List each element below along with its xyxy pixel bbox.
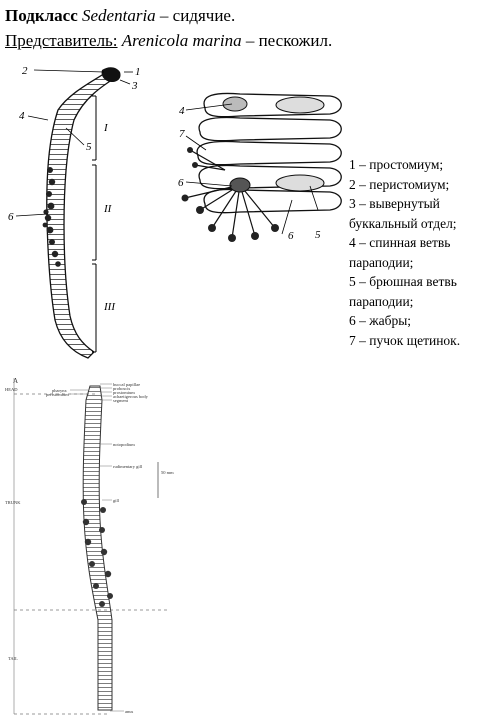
region-tail: TAIL	[8, 656, 18, 661]
annot-buccal: buccal papillae	[113, 382, 140, 387]
representative-label: Представитель:	[5, 31, 118, 50]
region-head: HEAD	[5, 387, 18, 392]
legend-item-5-cont: параподии;	[349, 293, 414, 309]
representative-latin-name: Arenicola marina	[121, 31, 242, 50]
representative-heading: Представитель: Arenicola marina – пескож…	[5, 31, 332, 51]
annot-peristomium: peristomium	[46, 392, 69, 397]
legend-item-6: 6 – жабры;	[349, 313, 412, 328]
annot-proboscis: proboscis	[113, 386, 130, 391]
subclass-heading: Подкласс Sedentaria – сидячие.	[5, 6, 235, 26]
label-3: 3	[131, 80, 138, 92]
legend-item-4-cont: параподии;	[349, 254, 414, 270]
fig2-label-5: 5	[315, 229, 321, 241]
subclass-russian-name: – сидячие.	[159, 6, 236, 25]
fig2-label-4: 4	[179, 105, 185, 117]
section-I: I	[103, 122, 109, 134]
legend-item-1: 1 – простомиум;	[349, 157, 444, 172]
label-6: 6	[8, 211, 14, 223]
legend-item-5: 5 – брюшная ветвь	[349, 274, 457, 289]
annot-prostomium: prostomium	[113, 390, 135, 395]
fig2-label-6b: 6	[288, 230, 294, 242]
annot-segment: segment	[113, 398, 129, 403]
annot-gill: gill	[113, 498, 120, 503]
legend-item-4: 4 – спинная ветвь	[349, 235, 451, 250]
subclass-latin-name: Sedentaria	[82, 6, 156, 25]
legend-item-2: 2 – перистомиум;	[349, 176, 450, 192]
region-trunk: TRUNK	[5, 500, 21, 505]
label-1: 1	[135, 66, 141, 78]
section-III: III	[103, 301, 116, 313]
label-2: 2	[22, 65, 28, 77]
subclass-label: Подкласс	[5, 6, 78, 25]
legend-item-7: 7 – пучок щетинок.	[349, 332, 461, 348]
fig3-letter: A	[13, 377, 18, 385]
fig2-label-6: 6	[178, 177, 184, 189]
label-4: 4	[19, 110, 25, 122]
section-II: II	[103, 203, 113, 215]
annot-rudimentary-gill: rudimentary gill	[113, 464, 143, 469]
annot-anus: anus	[125, 709, 133, 714]
annot-pharynx: pharynx	[52, 388, 67, 393]
annot-achaetigerous: achaetigerous body	[113, 394, 149, 399]
legend-item-3: 3 – вывернутый	[349, 196, 440, 211]
annot-scale: 50 mm	[161, 470, 174, 475]
representative-russian-name: – пескожил.	[245, 31, 333, 50]
annot-notopodium: notopodium	[113, 442, 135, 447]
annotated-lugworm-diagram: A HEAD TRUNK TAIL buccal papillae probos…	[5, 377, 174, 715]
parapodia-closeup-figure: 4 7 6 6 5	[178, 92, 342, 242]
label-5: 5	[86, 141, 92, 153]
fig2-label-7: 7	[179, 128, 185, 140]
figure-legend: 1 – простомиум; 2 – перистомиум; 3 – выв…	[349, 155, 460, 350]
legend-item-3-cont: буккальный отдел;	[349, 215, 457, 231]
